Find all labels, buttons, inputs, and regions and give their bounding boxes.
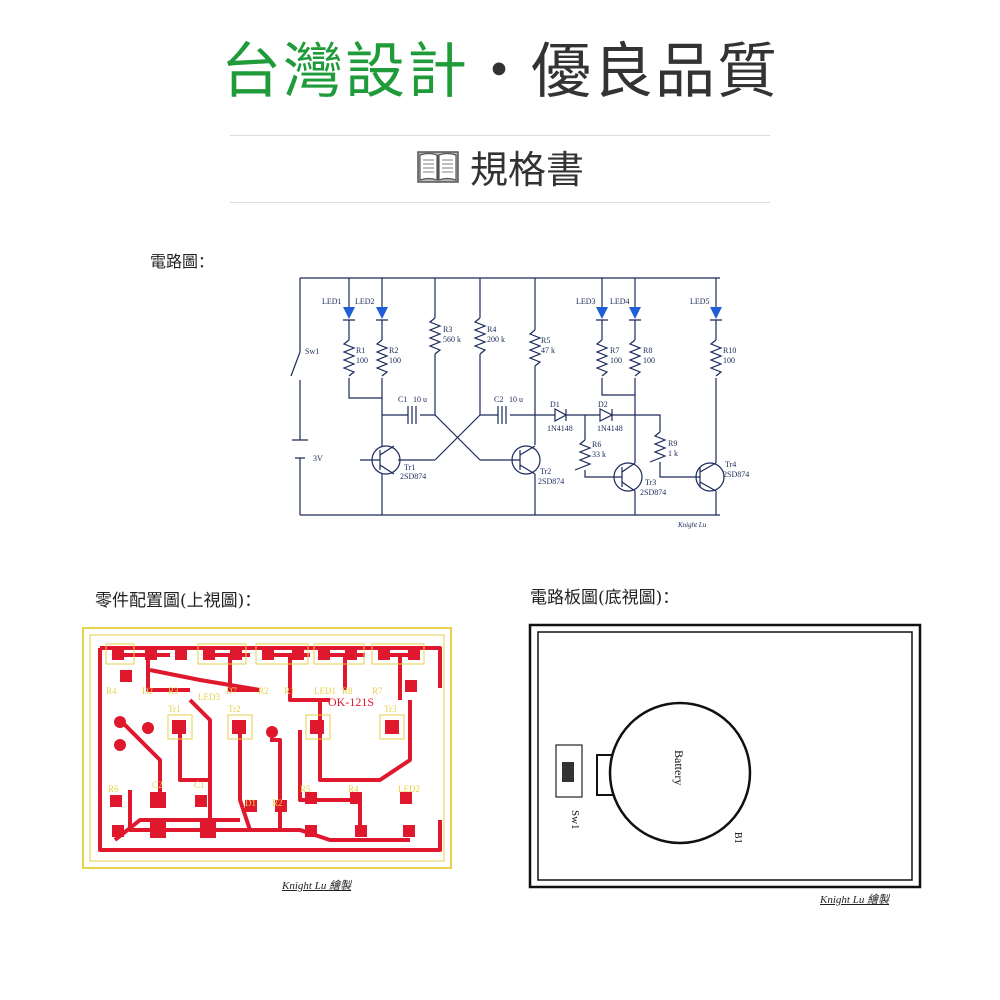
spec-title: 規格書 xyxy=(469,148,584,192)
value-tr2: 2SD874 xyxy=(538,477,564,486)
value-r10: 100 xyxy=(723,356,735,365)
banner-title-green: 台灣設計 xyxy=(221,37,469,107)
bottom-view-label: 電路板圖(底視圖)： xyxy=(530,588,680,608)
value-tr1: 2SD874 xyxy=(400,472,426,481)
label-r2: R2 xyxy=(389,346,398,355)
label-tr4: Tr4 xyxy=(725,460,736,469)
circuit-label: 電路圖： xyxy=(150,252,215,271)
label-led2: LED2 xyxy=(355,297,375,306)
pcb-label-3: LED3 xyxy=(198,692,220,702)
label-c2: C2 xyxy=(494,395,503,404)
pcb-label-16: C2 xyxy=(152,780,163,790)
divider-bottom xyxy=(230,202,770,203)
value-r9: 1 k xyxy=(668,449,678,458)
value-r3: 560 k xyxy=(443,335,461,344)
label-r8: R8 xyxy=(643,346,652,355)
value-tr4: 2SD874 xyxy=(723,470,749,479)
b1-label: B1 xyxy=(732,832,743,844)
pcb-label-4: D7 xyxy=(226,686,237,696)
pcb-top-view: R4 D2 R3 LED3 D7 R2 R1 LED1 R8 R7 Tr1 Tr… xyxy=(82,627,452,869)
label-tr3: Tr3 xyxy=(645,478,656,487)
circuit-schematic: LED1 LED2 LED3 LED4 LED5 Sw1 3V R1 100 R… xyxy=(290,277,749,529)
book-icon xyxy=(416,148,460,198)
label-led4: LED4 xyxy=(610,297,630,306)
sw1-label: Sw1 xyxy=(569,810,581,830)
label-led3: LED3 xyxy=(576,297,596,306)
label-tr2: Tr2 xyxy=(540,467,551,476)
pcb-bottom-view: Battery B1 Sw1 xyxy=(528,623,922,889)
value-d1: 1N4148 xyxy=(547,424,573,433)
label-tr1: Tr1 xyxy=(404,463,415,472)
pcb-label-2: R3 xyxy=(168,686,179,696)
pcb-label-13: Tr2 xyxy=(228,704,241,714)
banner-title-dark: 優良品質 xyxy=(531,37,779,107)
label-r9: R9 xyxy=(668,439,677,448)
bottom-signature: Knight Lu 繪製 xyxy=(820,894,890,906)
pcb-label-7: LED1 xyxy=(314,686,336,696)
value-r1: 100 xyxy=(356,356,368,365)
value-c2: 10 u xyxy=(509,395,523,404)
page-banner: 台灣設計・優良品質 xyxy=(0,32,1000,112)
pcb-label-8: R8 xyxy=(342,686,353,696)
pcb-label-19: R2 xyxy=(272,798,283,808)
label-r1: R1 xyxy=(356,346,365,355)
pcb-label-6: R1 xyxy=(284,686,295,696)
pcb-label-1: D2 xyxy=(142,686,153,696)
label-sw1: Sw1 xyxy=(305,347,319,356)
label-r6: R6 xyxy=(592,440,601,449)
value-r4: 200 k xyxy=(487,335,505,344)
layout-signature: Knight Lu 繪製 xyxy=(282,880,352,892)
pcb-label-17: C1 xyxy=(194,780,205,790)
label-led5: LED5 xyxy=(690,297,710,306)
banner-separator: ・ xyxy=(469,37,531,107)
pcb-label-14: Tr3 xyxy=(384,704,397,714)
pcb-label-22: LED2 xyxy=(398,784,420,794)
label-led1: LED1 xyxy=(322,297,342,306)
label-r5: R5 xyxy=(541,336,550,345)
value-d2: 1N4148 xyxy=(597,424,623,433)
value-r2: 100 xyxy=(389,356,401,365)
label-d2: D2 xyxy=(598,400,608,409)
value-tr3: 2SD874 xyxy=(640,488,666,497)
pcb-label-5: R2 xyxy=(258,686,269,696)
circuit-signature: Knight Lu xyxy=(677,521,707,529)
pcb-label-15: R6 xyxy=(108,784,119,794)
label-r4: R4 xyxy=(487,325,496,334)
pcb-label-18: D1 xyxy=(245,798,256,808)
value-r5: 47 k xyxy=(541,346,555,355)
value-r6: 33 k xyxy=(592,450,606,459)
pcb-label-0: R4 xyxy=(106,686,117,696)
label-r10: R10 xyxy=(723,346,736,355)
pcb-label-9: R7 xyxy=(372,686,383,696)
pcb-board-code: OK-121S xyxy=(328,695,374,709)
spec-heading: 規格書 xyxy=(0,145,1000,198)
layout-view-label: 零件配置圖(上視圖)： xyxy=(95,591,262,611)
label-battery: 3V xyxy=(313,454,323,463)
value-r7: 100 xyxy=(610,356,622,365)
pcb-label-12: Tr1 xyxy=(168,704,181,714)
label-d1: D1 xyxy=(550,400,560,409)
value-c1: 10 u xyxy=(413,395,427,404)
value-r8: 100 xyxy=(643,356,655,365)
label-r3: R3 xyxy=(443,325,452,334)
battery-outline xyxy=(608,701,752,845)
divider-top xyxy=(230,135,770,136)
battery-label: Battery xyxy=(672,750,686,785)
pcb-label-20: R5 xyxy=(300,784,311,794)
pcb-label-21: R4 xyxy=(348,784,359,794)
label-r7: R7 xyxy=(610,346,619,355)
label-c1: C1 xyxy=(398,395,407,404)
